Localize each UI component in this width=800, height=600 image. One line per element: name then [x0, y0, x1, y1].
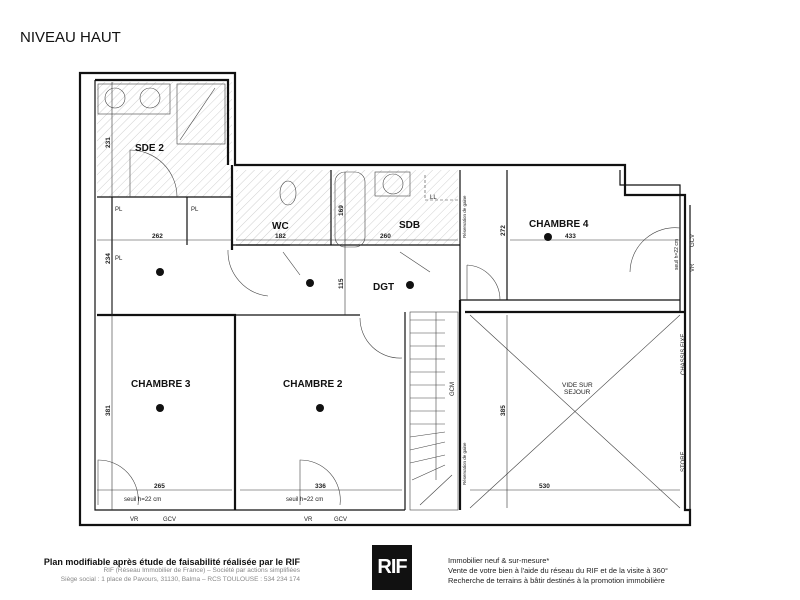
room-chambre3: CHAMBRE 3 — [131, 379, 191, 390]
dim-vide-width: 530 — [539, 483, 550, 490]
footer-legal: Plan modifiable après étude de faisabili… — [0, 557, 300, 584]
dim-dgt-height: 115 — [338, 278, 345, 289]
room-sdb: SDB — [399, 220, 420, 231]
dim-ch4-height: 272 — [500, 225, 507, 236]
floor-plan: SDE 2 WC SDB CHAMBRE 4 DGT CHAMBRE 3 CHA… — [78, 71, 696, 527]
footer-tag2: Vente de votre bien à l'aide du réseau d… — [448, 566, 668, 575]
label-pl-3: PL — [115, 256, 123, 262]
room-vide-line2: SEJOUR — [564, 389, 591, 396]
void-cross — [469, 314, 681, 509]
seuil-ch2: seuil h=22 cm — [286, 497, 323, 503]
label-vr-ch3: VR — [130, 517, 139, 523]
footer-legal-line1: RIF (Réseau Immobilier de France) – Soci… — [103, 567, 300, 574]
rif-logo: RIF — [372, 545, 412, 590]
sde2-floor — [97, 82, 232, 197]
footer-tagline: Immobilier neuf & sur-mesure* Vente de v… — [448, 556, 668, 586]
label-gcm: GCM — [450, 382, 456, 396]
dim-ch3-width: 265 — [154, 483, 165, 490]
footer-headline: Plan modifiable après étude de faisabili… — [43, 557, 300, 567]
outer-walls — [78, 71, 692, 527]
label-vr-ch4: VR — [690, 263, 696, 272]
footer-tag1: Immobilier neuf & sur-mesure* — [448, 556, 550, 565]
sdb-floor — [333, 170, 458, 245]
staircase — [409, 311, 459, 511]
dim-sdb-width: 260 — [380, 233, 391, 240]
room-dgt: DGT — [373, 282, 394, 293]
dim-corridor-width: 262 — [152, 233, 163, 240]
label-gaine-top: Réservation de gaine — [462, 195, 467, 238]
label-pl-1: PL — [115, 207, 123, 213]
dim-ch3-height: 381 — [105, 405, 112, 416]
room-sde2: SDE 2 — [135, 143, 164, 154]
door-swings — [97, 149, 681, 506]
label-gcv-ch2: GCV — [334, 517, 347, 523]
footer-legal-line2: Siège social : 1 place de Pavours, 31130… — [60, 575, 300, 583]
seuil-ch4: seuil h=22 cm — [674, 239, 680, 270]
wc-floor — [236, 170, 331, 245]
fixtures — [97, 83, 458, 248]
dimension-lines — [97, 82, 680, 510]
plan-title: NIVEAU HAUT — [20, 29, 121, 46]
dim-ch4-width: 433 — [565, 233, 576, 240]
dim-wc-width: 182 — [275, 233, 286, 240]
ceiling-lights — [156, 233, 552, 412]
label-ll: LL — [430, 195, 437, 201]
label-pl-2: PL — [191, 207, 199, 213]
dim-vide-height: 385 — [500, 405, 507, 416]
label-store: STORE — [681, 451, 687, 472]
dim-bath-height: 169 — [338, 205, 345, 216]
dim-ch2-width: 336 — [315, 483, 326, 490]
room-chambre4: CHAMBRE 4 — [529, 219, 589, 230]
label-gcv-ch4: GCV — [690, 234, 696, 247]
room-chambre2: CHAMBRE 2 — [283, 379, 343, 390]
dim-sde2-height: 231 — [105, 137, 112, 148]
room-vide-line1: VIDE SUR — [562, 382, 593, 389]
seuil-ch3: seuil h=22 cm — [124, 497, 161, 503]
footer-tag3: Recherche de terrains à bâtir destinés à… — [448, 576, 665, 585]
label-vr-ch2: VR — [304, 517, 313, 523]
label-gcv-ch3: GCV — [163, 517, 176, 523]
label-gaine-bottom: Réservation de gaine — [462, 442, 467, 485]
label-chassis-fixe: CHASSIS FIXE — [681, 334, 687, 375]
dim-corridor-height: 234 — [105, 253, 112, 264]
interior-walls — [97, 165, 685, 510]
room-wc: WC — [272, 221, 289, 232]
